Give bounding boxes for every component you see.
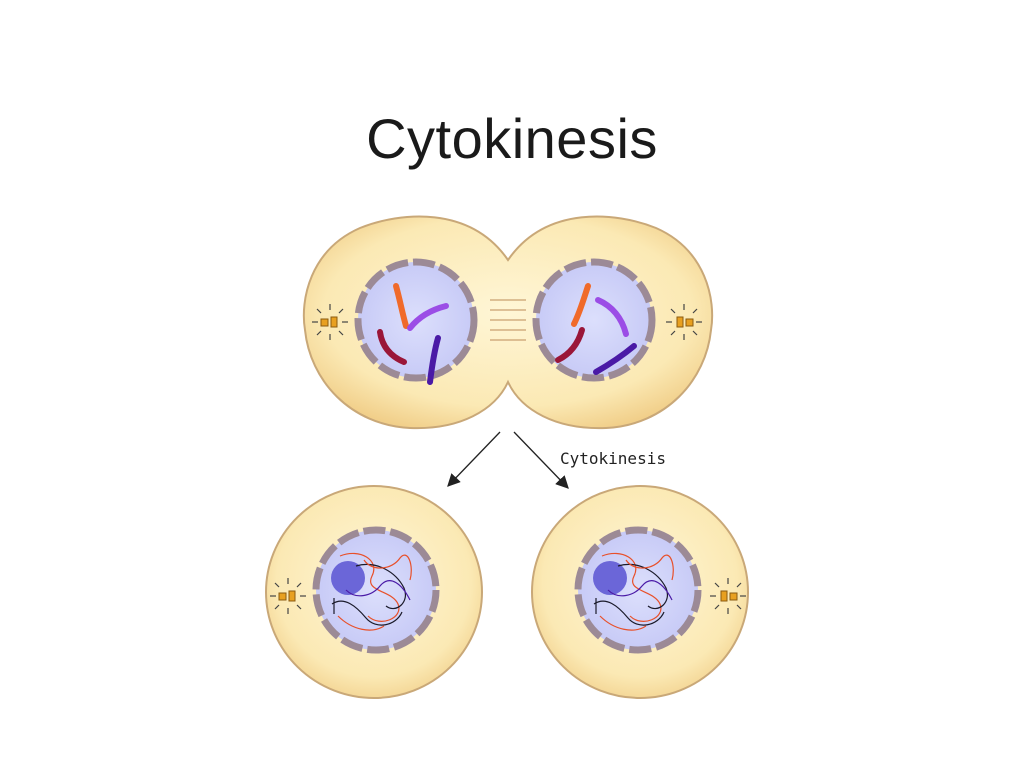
chromatin-icon: [593, 552, 674, 631]
centrosome-icon: [666, 304, 702, 340]
centrosome-icon: [312, 304, 348, 340]
nucleus-icon: [574, 526, 702, 654]
arrow-icon: [447, 431, 501, 487]
chromatin-icon: [331, 552, 412, 631]
daughter-cell-right: [531, 485, 749, 699]
chromosome-orange: [393, 283, 409, 329]
chromosome-indigo: [427, 335, 441, 385]
nucleus-icon: [312, 526, 440, 654]
centrosome-icon: [270, 578, 306, 614]
chromosome-maroon: [377, 329, 407, 365]
spindle-remnant: [490, 299, 526, 341]
chromosome-violet: [407, 303, 449, 331]
nucleus-right: [532, 258, 656, 382]
page-title: Cytokinesis: [366, 107, 658, 170]
arrow-icon: [513, 431, 569, 489]
daughter-cell-left: [265, 485, 483, 699]
nucleolus: [331, 561, 365, 595]
chromosome-maroon: [555, 327, 585, 363]
centrosome-icon: [710, 578, 746, 614]
chromosome-violet: [595, 297, 629, 337]
chromosome-indigo: [593, 343, 637, 375]
diagram-label: Cytokinesis: [560, 449, 666, 468]
nucleus-left: [354, 258, 478, 385]
dividing-cell: [302, 215, 714, 430]
nucleolus: [593, 561, 627, 595]
chromosome-orange: [571, 283, 591, 327]
